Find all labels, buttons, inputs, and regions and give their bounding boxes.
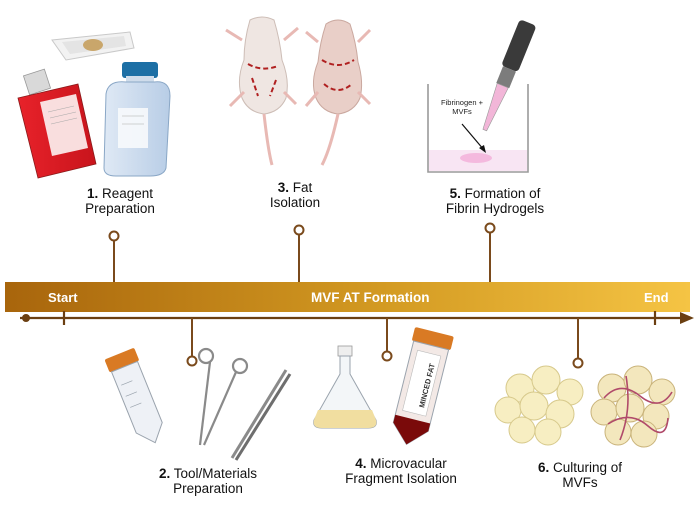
step5-number: 5. [449,186,461,201]
step1-number: 1. [86,186,99,201]
pipette-icon [482,20,536,132]
step3-line1: Fat [292,180,313,195]
conical-tube-icon [105,348,163,444]
step5-label: 5. Formation of Fibrin Hydrogels [420,186,570,216]
timeline-end-label: End [644,290,669,305]
timeline-start-label: Start [48,290,78,305]
red-media-flask-icon [17,68,97,179]
medium-bottle-icon [103,62,171,177]
step2-connector-dot [186,355,198,367]
mvf-culture-illustration [494,365,676,448]
step3-connector-dot [293,224,305,236]
timeline-bar [5,282,694,325]
step6-number: 6. [537,460,550,475]
step6-label: 6. Culturing of MVFs [520,460,640,490]
step4-number: 4. [355,456,367,471]
step1-line1: Reagent [101,186,154,201]
step2-label: 2. Tool/Materials Preparation [128,466,288,496]
step4-connector-dot [381,350,393,362]
scissors-icon [197,347,249,446]
step4-label: 4. Microvacular Fragment Isolation [326,456,476,486]
step2-line1: Tool/Materials [173,466,258,481]
step6-line2: MVFs [562,475,598,490]
step6-line1: Culturing of [552,460,623,475]
erlenmeyer-flask-icon [313,345,377,429]
step4-line2: Fragment Isolation [345,471,457,486]
step5-line2: Fibrin Hydrogels [445,201,545,216]
rat-fat-isolation-illustration [225,16,372,166]
fibrin-hydrogel-illustration [427,20,536,173]
reagent-illustration [17,31,171,179]
adipocyte-cluster-icon [494,365,584,446]
step3-label: 3. Fat Isolation [240,180,350,210]
step5-line1: Formation of [464,186,541,201]
step5-connector-dot [484,222,496,234]
forceps-icon [230,369,292,461]
rat-shaved-icon [304,19,372,166]
timeline-arrowhead [680,312,694,324]
step1-line2: Preparation [85,201,155,216]
step3-line2: Isolation [269,195,321,210]
rat-dorsal-icon [225,16,299,166]
step2-line2: Preparation [173,481,243,496]
timeline-origin-dot [22,314,30,322]
fibrinogen-line1: Fibrinogen + [441,98,483,107]
mvf-isolation-illustration [313,327,454,446]
timeline-title: MVF AT Formation [311,290,430,305]
vascularized-cluster-icon [590,365,676,448]
step3-number: 3. [277,180,289,195]
step4-line1: Microvacular [370,456,447,471]
tools-illustration [105,347,292,461]
step2-number: 2. [158,466,171,481]
fibrinogen-line2: MVFs [452,107,472,116]
fibrinogen-annotation: Fibrinogen + MVFs [430,98,494,116]
step6-connector-dot [572,357,584,369]
step1-label: 1. Reagent Preparation [50,186,190,216]
weigh-boat-icon [51,31,135,61]
minced-fat-tube-icon [392,327,454,446]
annotation-pointer [461,123,485,151]
step1-connector-dot [108,230,120,242]
well-icon [427,84,529,173]
